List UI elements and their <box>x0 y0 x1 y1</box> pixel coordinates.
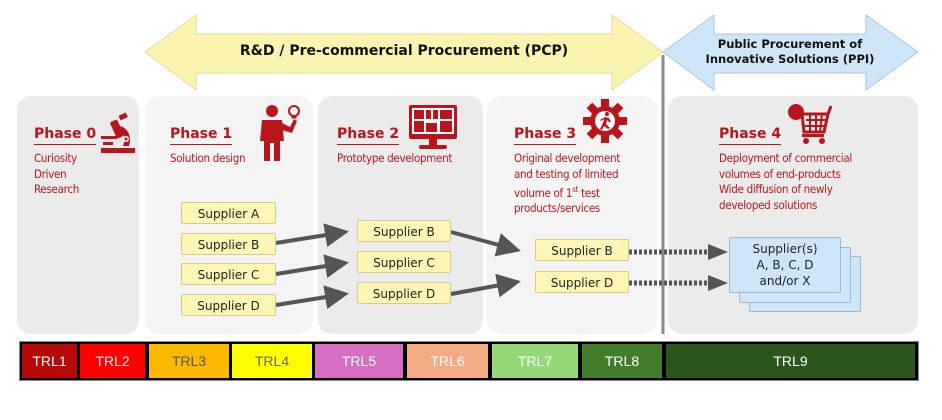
gear-runner-icon <box>583 99 627 143</box>
flow-arrow-b-1-2 <box>275 223 349 247</box>
supplier-stack-line: A, B, C, D <box>756 258 814 272</box>
supplier-box: Supplier B <box>535 239 629 261</box>
monitor-dashboard-icon <box>409 105 457 149</box>
phase-3-desc: Original development and testing of limi… <box>514 151 620 217</box>
desc-line: volumes of end-products <box>719 166 841 181</box>
flow-arrow-b-2-3 <box>450 230 521 257</box>
phase-0-title: Phase 0 <box>34 126 97 145</box>
desc-line: Driven <box>34 166 67 181</box>
supplier-stack-line: and/or X <box>759 274 811 288</box>
desc-line: Deployment of commercial <box>719 151 852 165</box>
phase-4-desc: Deployment of commercial volumes of end-… <box>719 151 852 213</box>
supplier-box: Supplier B <box>357 220 451 242</box>
phase-4-title: Phase 4 <box>719 126 782 145</box>
trl-3: TRL3 <box>149 344 229 378</box>
flow-arrowhead-d-3-4 <box>708 275 728 291</box>
phase-2-desc: Prototype development <box>337 151 452 167</box>
trl-7: TRL7 <box>492 344 578 378</box>
desc-line: Research <box>34 182 79 196</box>
trl-4: TRL4 <box>232 344 312 378</box>
phase-1-desc: Solution design <box>170 151 246 167</box>
desc-line: volume of 1st test <box>514 182 620 201</box>
supplier-box: Supplier D <box>535 271 629 293</box>
desc-line: developed solutions <box>719 197 818 212</box>
phase-2-title: Phase 2 <box>337 126 400 145</box>
supplier-stack-line: Supplier(s) <box>752 242 818 256</box>
microscope-icon <box>101 112 135 153</box>
flow-arrow-d-2-3 <box>450 273 521 298</box>
trl-2: TRL2 <box>80 344 145 378</box>
desc-line: Curiosity <box>34 151 77 165</box>
superscript: st <box>572 185 579 194</box>
supplier-box: Supplier D <box>181 294 276 316</box>
shopping-cart-icon <box>788 104 832 144</box>
desc-line: Prototype development <box>337 151 453 165</box>
desc-line: Solution design <box>170 151 246 165</box>
trl-1: TRL1 <box>22 344 77 378</box>
desc-line: and testing of limited <box>514 166 619 181</box>
trl-6: TRL6 <box>407 344 488 378</box>
desc-line: Original development <box>514 151 621 165</box>
desc-line: products/services <box>514 201 600 216</box>
ppi-arrow <box>662 14 919 91</box>
ppi-label-line1: Public Procurement of <box>717 37 863 51</box>
supplier-stack-front: Supplier(s) A, B, C, D and/or X <box>729 237 841 293</box>
phase-1-title: Phase 1 <box>170 126 233 145</box>
phase-3-title: Phase 3 <box>514 126 577 145</box>
flow-arrow-c-1-2 <box>275 254 349 278</box>
supplier-box: Supplier B <box>181 233 276 255</box>
desc-text: volume of 1 <box>514 185 573 200</box>
trl-5: TRL5 <box>315 344 403 378</box>
supplier-box: Supplier C <box>181 263 276 285</box>
person-lightbulb-icon <box>260 105 300 161</box>
supplier-box: Supplier C <box>357 251 451 273</box>
ppi-label-line2: Innovative Solutions (PPI) <box>705 52 875 66</box>
supplier-box: Supplier A <box>181 202 276 224</box>
trl-9: TRL9 <box>666 344 915 378</box>
flow-arrowhead-b-3-4 <box>708 244 728 260</box>
desc-text: test <box>578 185 600 200</box>
trl-8: TRL8 <box>582 344 662 378</box>
ppi-label: Public Procurement of Innovative Solutio… <box>700 37 880 67</box>
phase-0-desc: Curiosity Driven Research <box>34 151 79 198</box>
flow-arrow-d-1-2 <box>275 285 349 309</box>
pcp-label: R&D / Pre-commercial Procurement (PCP) <box>239 43 569 59</box>
supplier-box: Supplier D <box>357 282 451 304</box>
desc-line: Wide diffusion of newly <box>719 182 833 196</box>
